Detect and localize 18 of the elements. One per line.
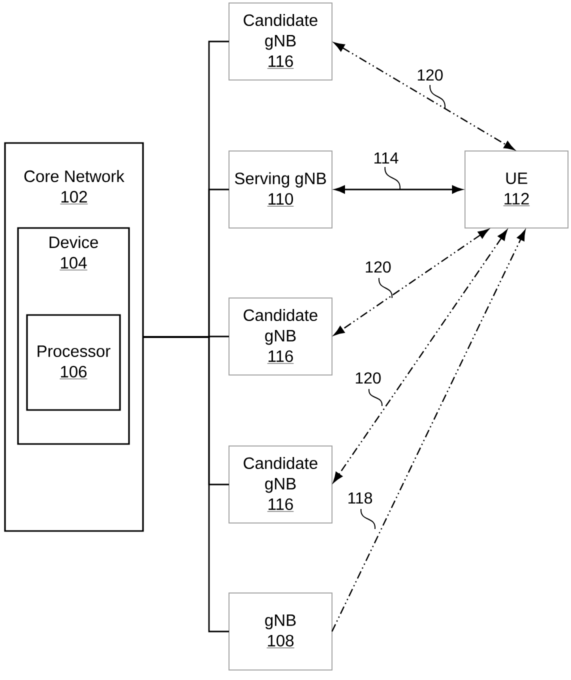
- terminal-box: UE 112: [464, 150, 568, 228]
- double-arrow: [334, 185, 463, 194]
- edge-label: 120: [354, 371, 382, 385]
- edge-label: 120: [416, 68, 444, 82]
- double-arrow: [334, 42, 515, 150]
- base-station-box: Serving gNB 110: [228, 150, 332, 228]
- base-station-box: Candidate gNB 116: [228, 2, 332, 80]
- base-station-box: gNB 108: [228, 592, 332, 670]
- base-station-box: Candidate gNB 116: [228, 446, 332, 524]
- connector-line: [143, 336, 229, 632]
- arrow: [331, 230, 526, 632]
- edge-label: 118: [346, 491, 374, 505]
- edge-label: 120: [364, 260, 392, 274]
- double-arrow: [333, 230, 508, 483]
- processor-box: Processor 106: [26, 314, 121, 411]
- base-station-box: Candidate gNB 116: [228, 298, 332, 376]
- edge-label: 114: [372, 152, 400, 164]
- double-arrow: [334, 228, 489, 336]
